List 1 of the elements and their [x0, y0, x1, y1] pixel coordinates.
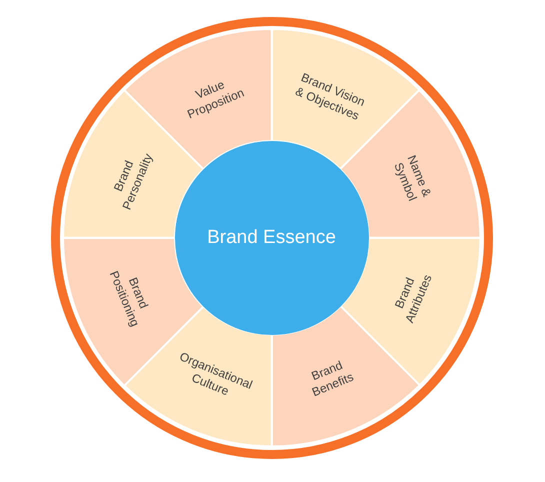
center-label: Brand Essence [207, 226, 336, 249]
